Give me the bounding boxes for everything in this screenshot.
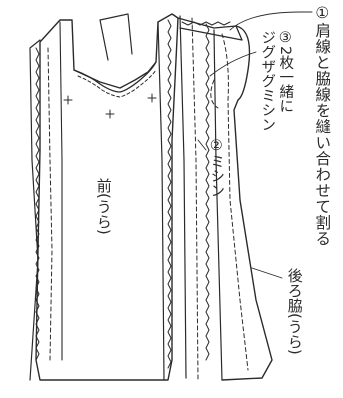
armhole-stitch [210,79,219,109]
step3-label-line1: ③2枚一緒に [277,30,294,114]
left-stitch-line [47,47,53,361]
leader-line-2 [197,139,207,151]
back-side-label: 後ろ脇(うら) [285,268,304,355]
back-neck-section [99,13,133,61]
front-piece-label: 前(うら) [94,178,113,235]
shoulder-zigzag [181,21,231,26]
left-seam-allowance [29,39,41,381]
center-seam-outer [213,29,223,381]
step3-label-line2: ジグザグミシン [259,30,276,132]
center-seam-allowance [157,15,187,381]
step2-label: ②ミシン [208,138,225,198]
center-stitch-line [191,17,199,381]
leader-line-back [251,267,283,279]
back-side-outline [221,25,273,381]
shoulder-seam [177,17,243,41]
left-seam-zigzag [35,47,40,361]
neckline-inner [77,69,157,98]
neckline [73,61,157,93]
back-side-stitch [221,33,249,371]
step1-label: ①肩線と脇線を縫い合わせて割る [313,4,332,247]
center-seam-zigzag [167,19,172,369]
left-seam-inner [59,21,63,361]
center-zigzag-right [205,23,210,361]
leader-line-1 [229,11,313,31]
mark-crosses [63,93,157,119]
leader-line-3 [209,51,257,77]
